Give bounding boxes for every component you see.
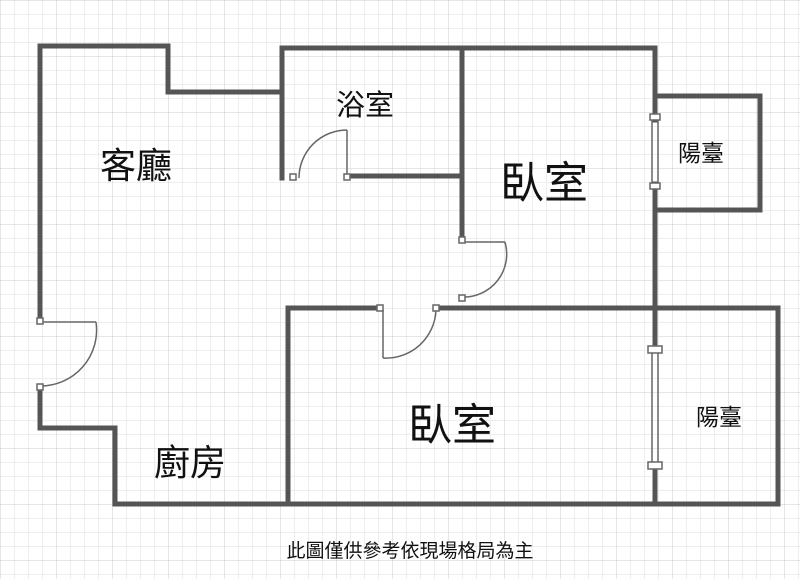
bedroom-bottom-label: 臥室 (408, 400, 496, 451)
walls (37, 43, 781, 507)
bathroom-door (289, 129, 351, 181)
balcony-bottom-sliding-door (647, 345, 663, 470)
balcony-top-label: 陽臺 (678, 141, 724, 167)
bedroom-bottom-door (376, 304, 440, 359)
balcony-bottom-label: 陽臺 (696, 405, 742, 431)
disclaimer-caption: 此圖僅供參考依現場格局為主 (286, 540, 534, 562)
doors (36, 113, 663, 470)
bedroom-bottom-wall (285, 305, 383, 507)
outer-wall-left-lower (37, 385, 291, 507)
entrance-door (36, 317, 98, 391)
bedroom-bottom-top-wall (285, 305, 781, 507)
bedroom-top-door (458, 236, 508, 302)
balcony-top-sliding-door (649, 113, 661, 190)
outer-wall (37, 43, 285, 323)
bedroom-top-label: 臥室 (500, 158, 588, 209)
living-room-label: 客廳 (100, 146, 172, 187)
bathroom-label: 浴室 (336, 88, 394, 122)
kitchen-label: 廚房 (154, 443, 226, 484)
bathroom-wall (279, 45, 463, 181)
balcony-top-wall (652, 93, 763, 213)
room-labels: 客廳 浴室 臥室 陽臺 臥室 陽臺 廚房 (100, 88, 742, 484)
